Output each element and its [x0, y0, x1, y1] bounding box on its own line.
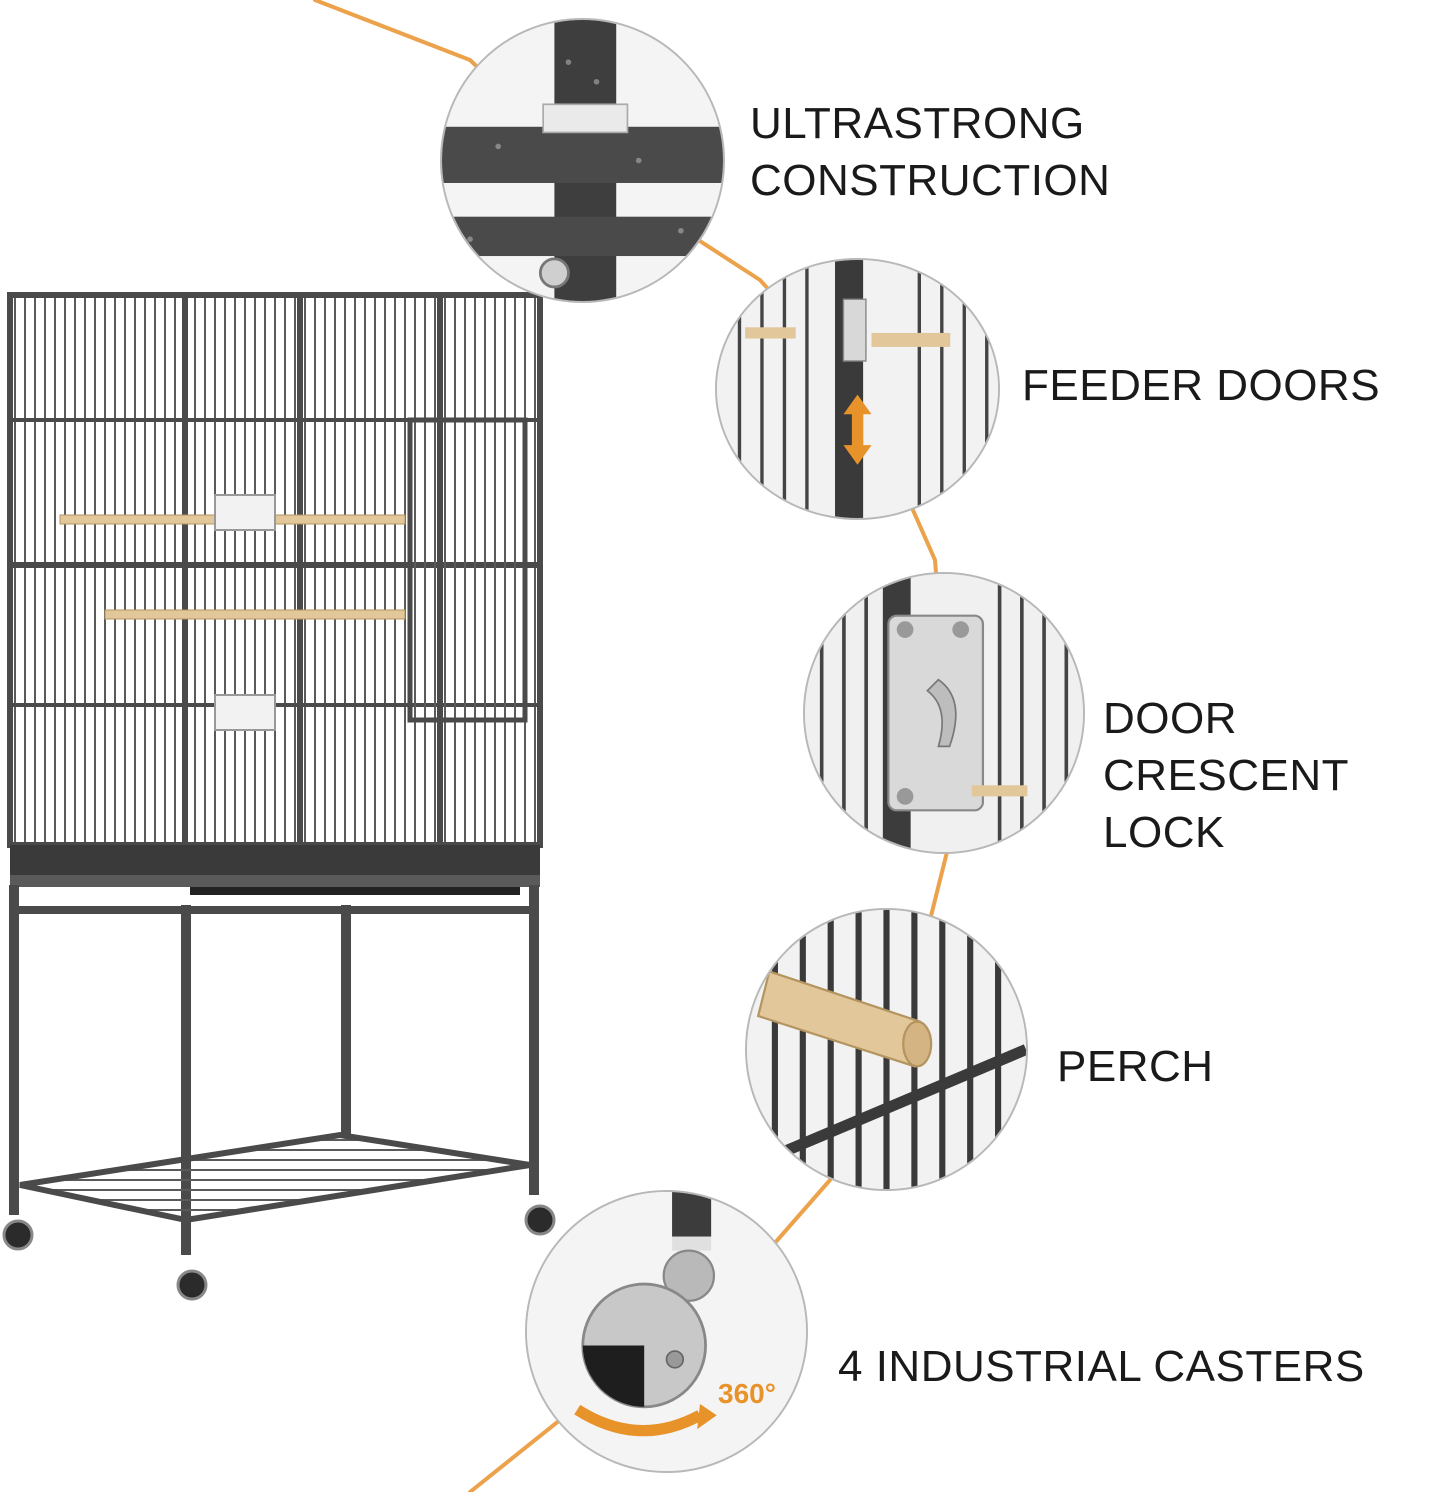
frame-joint-icon: [442, 20, 723, 301]
feature-image-perch: [745, 908, 1028, 1191]
feeder-door-icon: [717, 260, 998, 518]
rotation-badge: 360°: [718, 1378, 776, 1409]
feature-label-crescent-lock-line1: DOOR CRESCENT: [1103, 694, 1350, 801]
feature-label-perch: PERCH: [1057, 1042, 1214, 1091]
feature-label-feeder-doors: FEEDER DOORS: [1022, 361, 1381, 410]
feature-image-feeder-doors: [715, 258, 1000, 520]
feature-label-crescent-lock: DOOR CRESCENT LOCK: [1103, 690, 1445, 862]
feature-label-crescent-lock-line2: LOCK: [1103, 808, 1225, 858]
bird-cage-image: [2, 292, 556, 1301]
crescent-lock-icon: [805, 574, 1083, 852]
feature-label-casters: 4 INDUSTRIAL CASTERS: [838, 1342, 1365, 1391]
feature-image-construction: [440, 18, 725, 303]
feature-image-casters: [525, 1190, 808, 1473]
feature-image-crescent-lock: [803, 572, 1085, 854]
feature-label-construction: ULTRASTRONG CONSTRUCTION: [750, 99, 1111, 206]
caster-wheel-icon: [527, 1192, 806, 1471]
wooden-perch-icon: [747, 910, 1026, 1189]
